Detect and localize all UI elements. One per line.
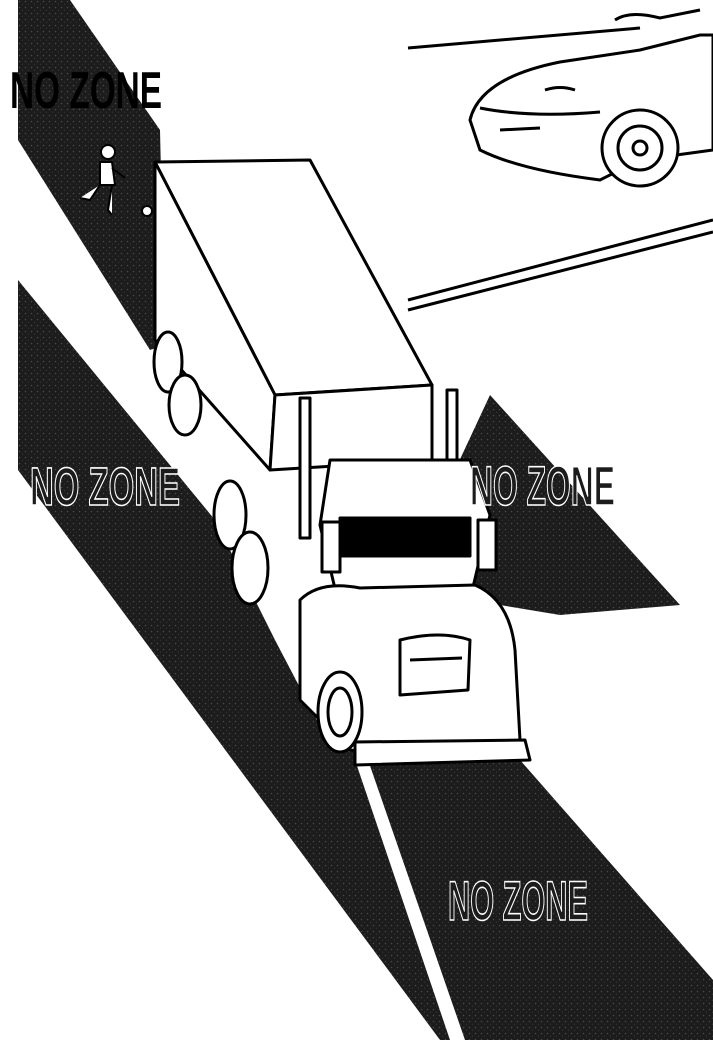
no-zone-label-bottom: NO ZONE [448, 869, 588, 932]
no-zone-label-top-left: NO ZONE [10, 62, 162, 120]
zone-band-top-left [18, 0, 165, 350]
no-zone-label-mid-right: NO ZONE [470, 454, 615, 517]
no-zone-label-mid-left: NO ZONE [30, 457, 180, 517]
car-icon [408, 10, 713, 310]
